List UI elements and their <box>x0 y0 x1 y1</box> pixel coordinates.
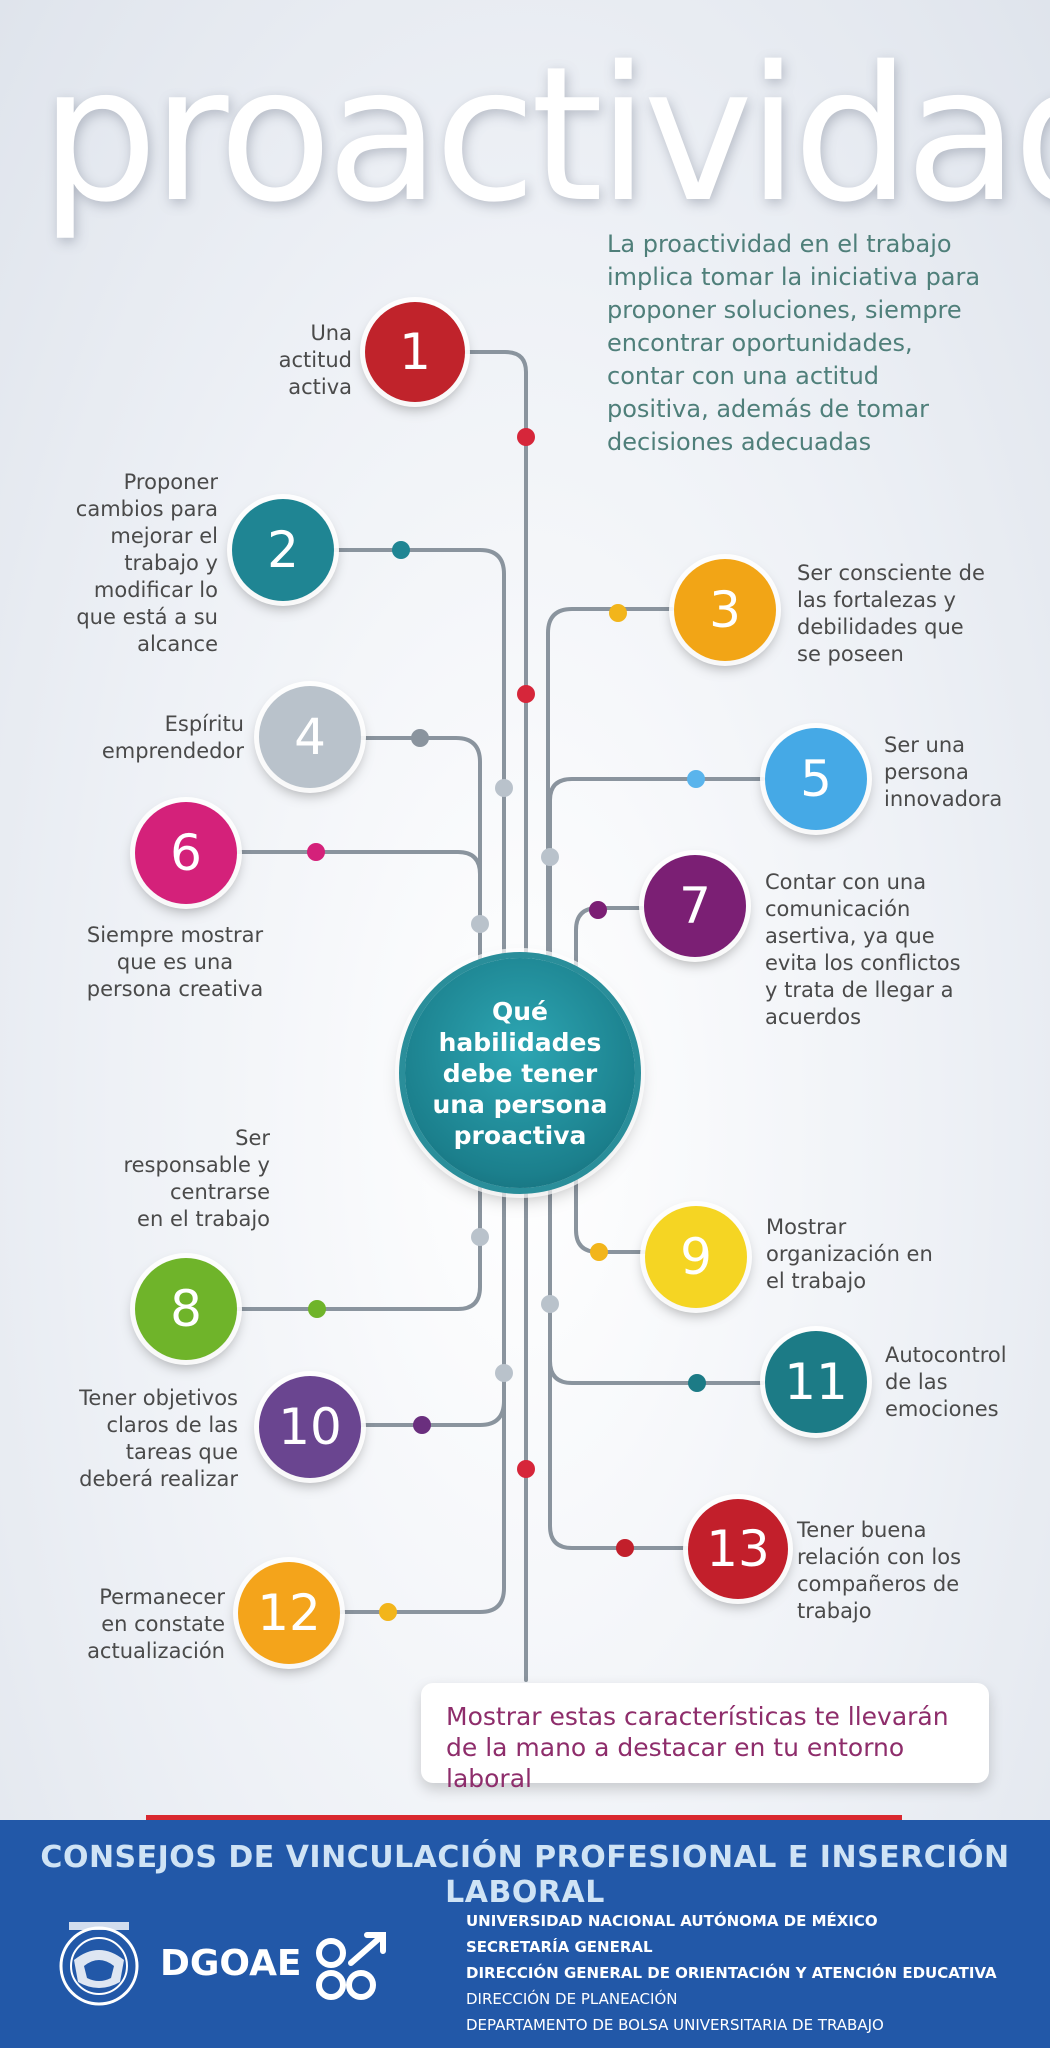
dgoae-logo-text: DGOAE <box>160 1943 302 1984</box>
connector-dot <box>392 541 410 559</box>
skill-number-10: 10 <box>259 1376 361 1478</box>
connector-dot <box>379 1603 397 1621</box>
skill-number-13: 13 <box>688 1499 788 1599</box>
red-divider <box>146 1815 902 1824</box>
skill-number-6: 6 <box>135 802 237 904</box>
closing-message: Mostrar estas características te llevará… <box>446 1702 949 1793</box>
skill-label-12: Permanecer en constate actualización <box>87 1585 225 1663</box>
skill-label-2: Proponer cambios para mejorar el trabajo… <box>75 470 218 656</box>
skill-number-1: 1 <box>365 302 465 402</box>
connector-dot <box>590 1243 608 1261</box>
institution-line-4: DIRECCIÓN DE PLANEACIÓN <box>466 1990 678 2008</box>
connector-dot <box>413 1416 431 1434</box>
institution-line-3: DIRECCIÓN GENERAL DE ORIENTACIÓN Y ATENC… <box>466 1964 997 1982</box>
closing-message-box: Mostrar estas características te llevará… <box>421 1683 989 1793</box>
central-question-circle: Qué habilidades debe tener una persona p… <box>405 958 635 1188</box>
connector-dot <box>688 1374 706 1392</box>
connector-dot <box>541 1295 559 1313</box>
skill-label-7: Contar con una comunicación asertiva, ya… <box>765 870 961 1029</box>
connector-dot <box>495 779 513 797</box>
page-title: proactividad <box>40 26 1050 243</box>
connector-lines <box>236 350 765 1682</box>
institution-line-2: SECRETARÍA GENERAL <box>466 1938 653 1956</box>
connector-dot <box>517 1460 535 1478</box>
connector-dot <box>517 428 535 446</box>
footer-title: CONSEJOS DE VINCULACIÓN PROFESIONAL E IN… <box>40 1840 1010 1910</box>
connector-dot <box>616 1539 634 1557</box>
institution-lines: UNIVERSIDAD NACIONAL AUTÓNOMA DE MÉXICO … <box>466 1908 997 2038</box>
skill-number-7: 7 <box>644 855 746 957</box>
skill-number-9: 9 <box>645 1206 747 1308</box>
institution-line-5: DEPARTAMENTO DE BOLSA UNIVERSITARIA DE T… <box>466 2016 884 2034</box>
skill-label-4: Espíritu emprendedor <box>101 712 244 763</box>
skill-label-8: Ser responsable y centrarse en el trabaj… <box>123 1126 270 1231</box>
connector-dot <box>589 901 607 919</box>
connector-dot <box>517 685 535 703</box>
intro-paragraph: La proactividad en el trabajo implica to… <box>607 230 981 456</box>
skill-label-11: Autocontrol de las emociones <box>885 1343 1007 1421</box>
connector-dot <box>541 848 559 866</box>
skill-number-11: 11 <box>765 1331 867 1433</box>
institution-line-1: UNIVERSIDAD NACIONAL AUTÓNOMA DE MÉXICO <box>466 1912 878 1930</box>
dgoae-logo-icon <box>316 1932 386 2000</box>
skill-number-4: 4 <box>259 686 361 788</box>
connector-dot <box>609 604 627 622</box>
connector-dot <box>495 1364 513 1382</box>
connector-dot <box>411 729 429 747</box>
connector-dot <box>471 915 489 933</box>
skill-label-13: Tener buena relación con los compañeros … <box>797 1518 962 1623</box>
skill-number-8: 8 <box>135 1258 237 1360</box>
unam-seal-icon <box>59 1922 139 2006</box>
connector-dot <box>687 770 705 788</box>
connector-dot <box>308 1300 326 1318</box>
central-question-text: Qué habilidades debe tener una persona p… <box>432 996 608 1150</box>
connector-dot <box>307 843 325 861</box>
skill-number-2: 2 <box>232 499 334 601</box>
skill-number-5: 5 <box>765 728 867 830</box>
connector-dot <box>471 1228 489 1246</box>
skill-label-6: Siempre mostrar que es una persona creat… <box>86 923 264 1001</box>
footer: CONSEJOS DE VINCULACIÓN PROFESIONAL E IN… <box>0 1820 1050 2048</box>
skill-label-3: Ser consciente de las fortalezas y debil… <box>797 561 985 666</box>
skill-label-5: Ser una persona innovadora <box>884 733 1003 811</box>
skill-label-1: Una actitud activa <box>278 321 352 399</box>
skill-label-10: Tener objetivos claros de las tareas que… <box>79 1386 238 1491</box>
skill-number-12: 12 <box>238 1562 340 1664</box>
skill-number-3: 3 <box>674 559 776 661</box>
skill-label-9: Mostrar organización en el trabajo <box>766 1215 933 1293</box>
